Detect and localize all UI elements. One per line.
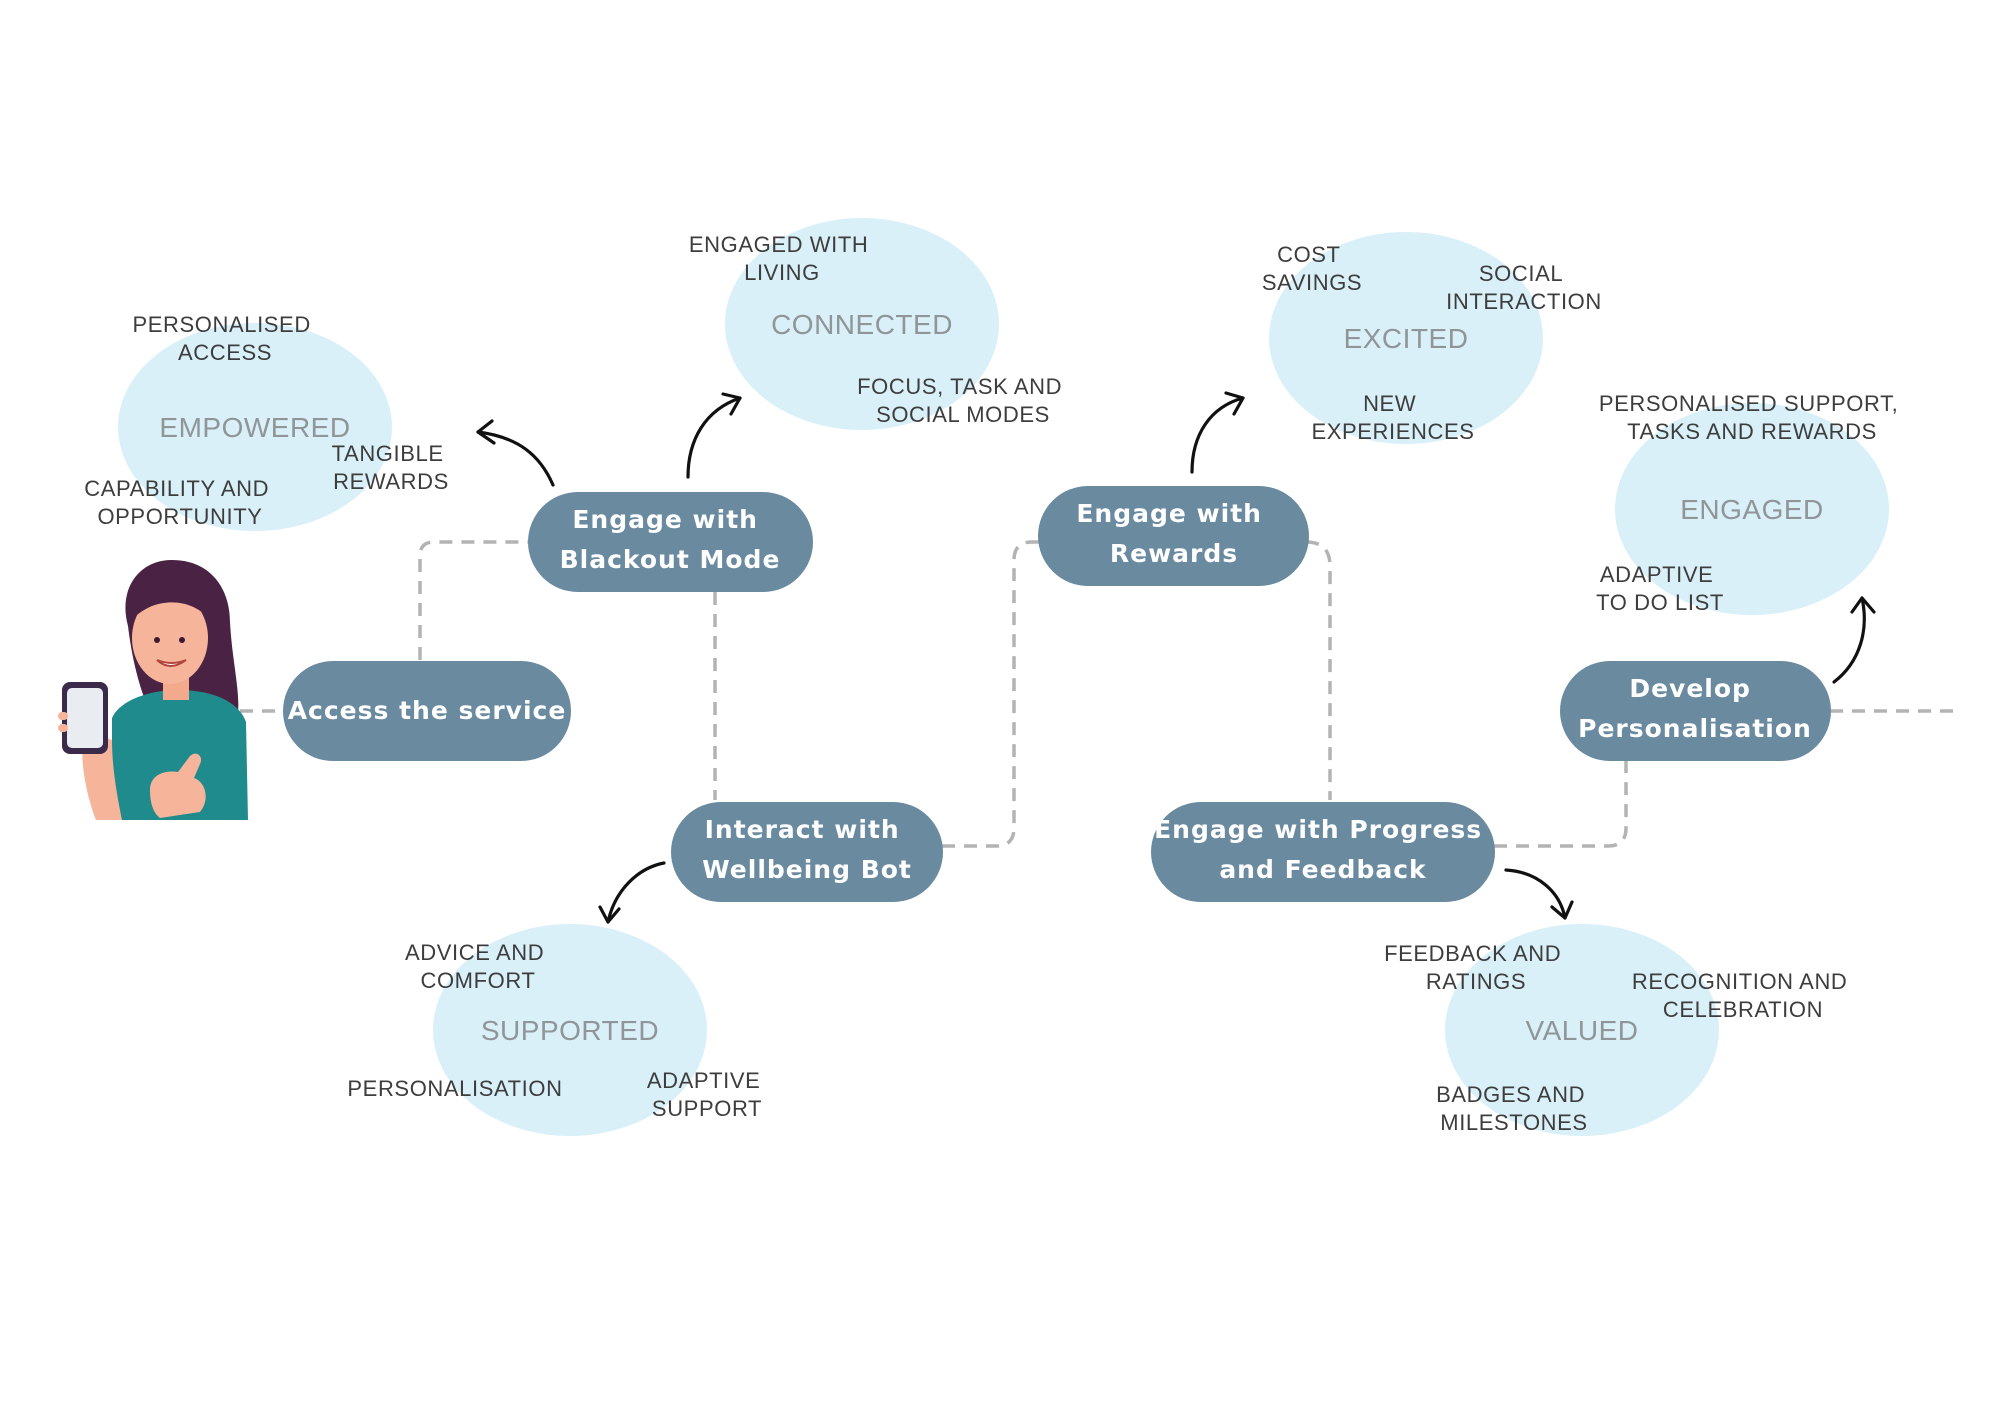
emotion-tag-tangible-rewards: TANGIBLE REWARDS [332, 441, 451, 494]
emotion-tag-adaptive-to-do-list: ADAPTIVE TO DO LIST [1596, 562, 1724, 615]
emotion-empowered: EMPOWERED PERSONALISED ACCESS TANGIBLE R… [84, 312, 451, 531]
emotion-tag-personalised-access: PERSONALISED ACCESS [132, 312, 317, 365]
step-interact-with-wellbeing-bot[interactable]: Interact with Wellbeing Bot [671, 802, 943, 902]
emotion-bubble [1615, 403, 1889, 615]
step-access-the-service[interactable]: Access the service [283, 661, 571, 761]
emotion-bubble [1445, 924, 1719, 1136]
step-label: Engage with Rewards [1076, 499, 1271, 568]
step-pill[interactable] [1038, 486, 1309, 586]
emotion-tag-badges-and-milestones: BADGES AND MILESTONES [1436, 1082, 1592, 1135]
emotion-excited: EXCITED COST SAVINGS SOCIAL INTERACTION … [1262, 232, 1602, 444]
connector-wellbeing-to-rewards [942, 540, 1040, 848]
emotion-label: CONNECTED [771, 309, 953, 340]
step-pill[interactable] [1151, 802, 1495, 902]
step-pill[interactable] [1560, 661, 1831, 761]
step-engage-with-blackout-mode[interactable]: Engage with Blackout Mode [528, 492, 813, 592]
step-label: Engage with Blackout Mode [560, 505, 781, 574]
step-label: Access the service [288, 696, 567, 725]
emotion-tag-personalised-support: PERSONALISED SUPPORT, TASKS AND REWARDS [1599, 391, 1905, 444]
connector-rewards-to-progress [1305, 540, 1332, 800]
step-pill[interactable] [528, 492, 813, 592]
emotion-tag-engaged-with-living: ENGAGED WITH LIVING [689, 232, 875, 285]
emotion-label: VALUED [1526, 1015, 1639, 1046]
step-develop-personalisation[interactable]: Develop Personalisation [1560, 661, 1831, 761]
emotion-label: EMPOWERED [159, 412, 350, 443]
emotion-tag-personalisation: PERSONALISATION [347, 1076, 562, 1101]
emotion-tag-cost-savings: COST SAVINGS [1262, 242, 1362, 295]
step-engage-with-progress-and-feedback[interactable]: Engage with Progress and Feedback [1151, 802, 1495, 902]
step-label: Develop Personalisation [1578, 674, 1812, 743]
emotion-bubble [433, 924, 707, 1136]
journey-arrows [476, 391, 1876, 924]
emotion-tag-advice-and-comfort: ADVICE AND COMFORT [405, 940, 551, 993]
emotion-engaged: ENGAGED PERSONALISED SUPPORT, TASKS AND … [1596, 391, 1905, 615]
arrow-wellbeing-to-supported [598, 861, 666, 924]
emotion-bubble [725, 218, 999, 430]
emotion-tag-focus-task-social-modes: FOCUS, TASK AND SOCIAL MODES [857, 374, 1069, 427]
step-engage-with-rewards[interactable]: Engage with Rewards [1038, 486, 1309, 586]
journey-connectors [240, 540, 1960, 848]
step-label: Interact with Wellbeing Bot [702, 815, 912, 884]
emotion-bubble [118, 323, 392, 531]
emotion-tag-social-interaction: SOCIAL INTERACTION [1446, 261, 1602, 314]
emotion-tag-new-experiences: NEW EXPERIENCES [1311, 391, 1474, 444]
person-with-phone-illustration [58, 560, 248, 820]
step-pill[interactable] [671, 802, 943, 902]
step-pill[interactable] [283, 661, 571, 761]
arrow-blackout-to-empowered [476, 419, 555, 487]
step-label: Engage with Progress and Feedback [1154, 815, 1492, 884]
emotion-tag-recognition-and-celebration: RECOGNITION AND CELEBRATION [1632, 969, 1854, 1022]
emotion-label: SUPPORTED [481, 1015, 659, 1046]
arrow-rewards-to-excited [1190, 391, 1245, 474]
arrow-blackout-to-connected [686, 392, 742, 479]
emotion-connected: CONNECTED ENGAGED WITH LIVING FOCUS, TAS… [689, 218, 1069, 430]
arrow-personalisation-to-engaged [1832, 596, 1876, 684]
emotion-supported: SUPPORTED ADVICE AND COMFORT PERSONALISA… [347, 924, 767, 1136]
arrow-progress-to-valued [1504, 868, 1574, 920]
emotion-tag-capability-and-opportunity: CAPABILITY AND OPPORTUNITY [84, 476, 276, 529]
connector-progress-to-personalisation [1494, 760, 1628, 848]
emotion-tag-adaptive-support: ADAPTIVE SUPPORT [647, 1068, 767, 1121]
emotion-label: EXCITED [1344, 323, 1469, 354]
emotion-tag-feedback-and-ratings: FEEDBACK AND RATINGS [1384, 941, 1568, 994]
emotion-bubble [1269, 232, 1543, 444]
emotion-valued: VALUED FEEDBACK AND RATINGS RECOGNITION … [1384, 924, 1854, 1136]
connector-access-to-blackout [418, 540, 528, 660]
emotion-label: ENGAGED [1680, 494, 1824, 525]
